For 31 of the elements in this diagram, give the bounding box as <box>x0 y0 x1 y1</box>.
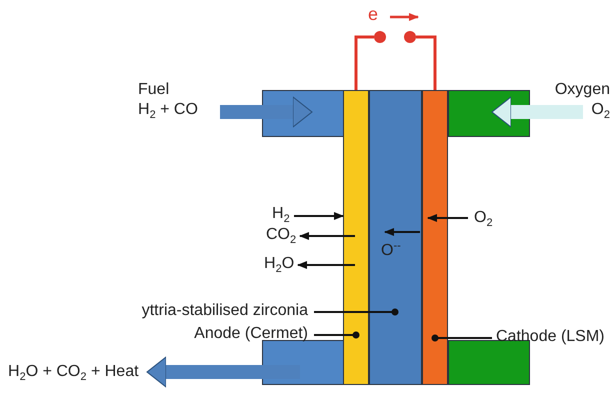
wire <box>416 36 436 90</box>
label-text: Anode (Cermet) <box>194 324 308 344</box>
block-arrow <box>220 96 312 128</box>
label-text: e <box>368 4 378 24</box>
edge-label: O$^{--}$ <box>381 239 401 261</box>
terminal-dot <box>374 31 386 43</box>
label-text: Cathode (LSM) <box>496 327 604 347</box>
label-text: O$_{2}$ <box>591 100 610 123</box>
block-arrow <box>492 96 583 128</box>
label-text: H$_{2}$O + CO$_{2}$ + Heat <box>8 362 139 387</box>
leader-line <box>314 308 398 316</box>
cell-layer <box>369 90 422 385</box>
label-text: H$_{2}$O <box>264 254 294 279</box>
label-text: Oxygen <box>554 80 610 100</box>
label-text: O$_{2}$ <box>474 208 493 233</box>
label-text: H$_{2}$ + CO <box>138 100 198 123</box>
gas-channel <box>448 340 530 385</box>
terminal-dot <box>404 31 416 43</box>
cell-layer <box>422 90 448 385</box>
leader-line <box>314 332 360 338</box>
cell-layer <box>343 90 369 385</box>
arrow <box>427 214 468 222</box>
arrow <box>297 261 355 269</box>
block-arrow <box>146 356 300 388</box>
wire <box>354 36 374 90</box>
arrow <box>294 212 344 220</box>
label-text: yttria-stabilised zirconia <box>142 301 308 321</box>
arrow <box>384 228 420 236</box>
label-text: Fuel <box>138 80 170 100</box>
leader-line <box>432 334 492 342</box>
arrow <box>299 232 355 240</box>
